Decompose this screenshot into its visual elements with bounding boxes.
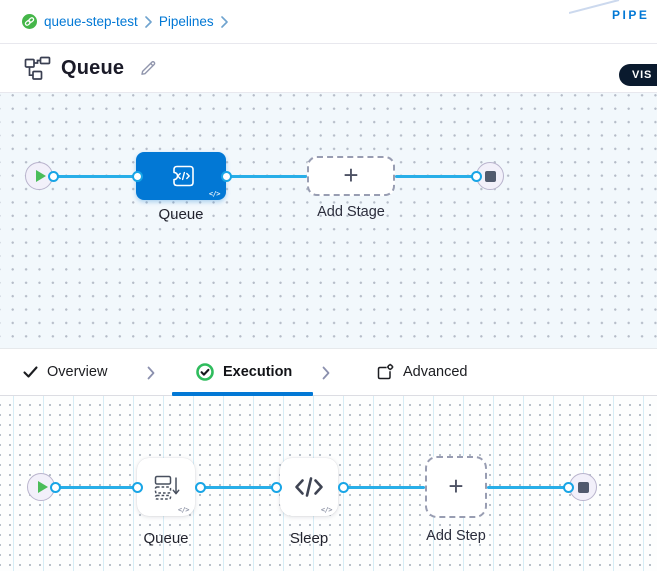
pipeline-studio-ribbon: PIPE [569,0,657,30]
tab-advanced[interactable]: Advanced [376,349,468,395]
stop-icon [484,170,496,182]
tab-execution-label: Execution [223,364,293,380]
tab-overview-label: Overview [47,364,108,380]
connector-port[interactable] [131,170,143,182]
chevron-right-icon [322,366,330,380]
execution-canvas[interactable]: </> </> + Queue Sleep Add Step [0,396,657,571]
pipeline-icon [24,56,51,80]
step-label: Queue [143,530,189,547]
tab-advanced-label: Advanced [403,364,468,380]
stop-icon [577,481,589,493]
connector-port[interactable] [562,481,574,493]
advanced-icon [377,363,394,380]
project-chain-icon [22,14,37,29]
code-brackets-icon [295,477,323,497]
connector-line [487,485,568,489]
connector-line [53,174,137,178]
stage-config-tabs: Overview Execution Advanced [0,348,657,396]
add-step-button[interactable]: + [425,456,487,518]
plus-icon: + [448,471,464,501]
connector-line [343,485,425,489]
connector-port[interactable] [337,481,349,493]
connector-line [200,485,276,489]
edit-pipeline-name-button[interactable] [136,56,160,80]
connector-line [55,485,137,489]
breadcrumb-project-link[interactable]: queue-step-test [44,14,138,29]
pipeline-title-bar: Queue VIS [0,44,657,93]
play-icon [35,170,46,182]
play-icon [37,481,48,493]
add-stage-label: Add Stage [317,204,385,220]
breadcrumb-bar: queue-step-test Pipelines PIPE [0,0,657,44]
breadcrumb: queue-step-test Pipelines [22,14,228,29]
chevron-right-icon [147,366,155,380]
connector-line [226,174,307,178]
chevron-right-icon [220,16,228,28]
connector-port[interactable] [49,481,61,493]
step-node-sleep[interactable]: </> [280,458,338,516]
active-tab-underline [172,392,313,396]
add-stage-button[interactable]: + [307,156,395,196]
connector-port[interactable] [131,481,143,493]
tab-execution[interactable]: Execution [196,349,292,395]
check-icon [23,366,38,378]
connector-line [395,174,476,178]
connector-port[interactable] [194,481,206,493]
queue-icon [154,475,179,500]
plus-icon: + [343,160,359,190]
tab-overview[interactable]: Overview [23,349,107,395]
stage-code-badge: </> [208,190,221,198]
add-step-label: Add Step [426,528,486,544]
connector-port[interactable] [220,170,232,182]
ribbon-label: PIPE [612,8,649,22]
check-circle-green-icon [196,363,214,381]
step-node-queue[interactable]: </> [137,458,195,516]
view-toggle-label: VIS [632,69,653,81]
visual-yaml-toggle[interactable]: VIS [619,64,657,86]
step-code-badge: </> [320,506,333,514]
connector-port[interactable] [470,170,482,182]
pencil-icon [141,61,156,75]
step-code-badge: </> [177,506,190,514]
connector-port[interactable] [270,481,282,493]
execution-end-node[interactable] [569,473,597,501]
stage-node-queue[interactable]: </> [136,152,226,200]
chevron-right-icon [145,16,152,28]
ci-stage-icon [173,165,194,187]
stage-canvas[interactable]: </> + Queue Add Stage [0,93,657,348]
step-label: Sleep [289,530,329,547]
breadcrumb-pipelines-link[interactable]: Pipelines [158,14,214,29]
stage-label: Queue [158,206,204,223]
page-title: Queue [61,56,125,79]
connector-port[interactable] [47,170,59,182]
